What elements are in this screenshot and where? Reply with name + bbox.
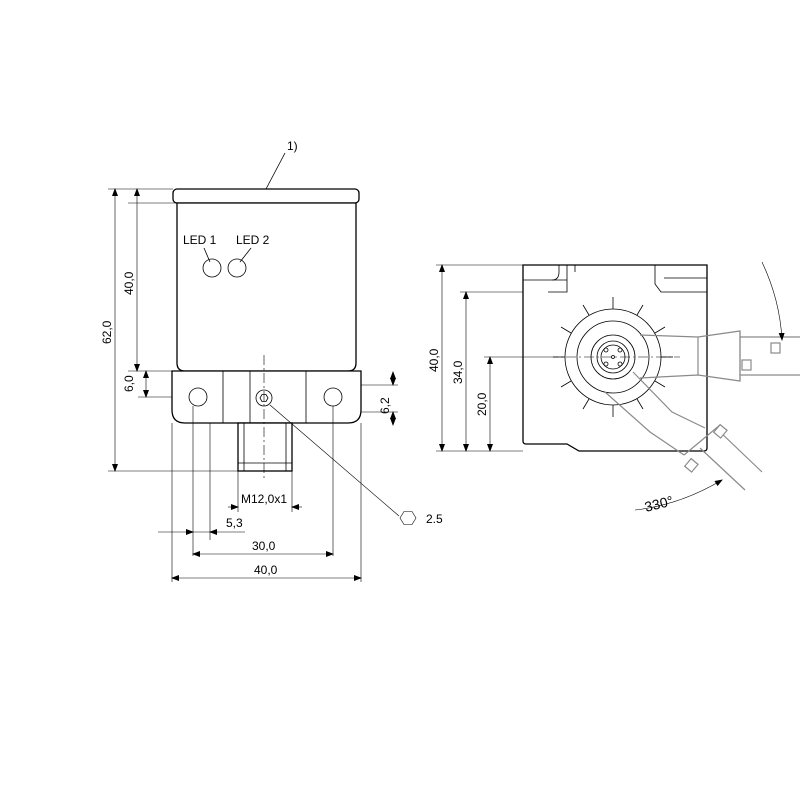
side-dim-connector-center: 20,0: [475, 392, 489, 416]
side-view: 330°: [522, 261, 800, 515]
hex-size-icon: [399, 511, 417, 525]
m12-connector: [237, 422, 293, 472]
led1-label: LED 1: [183, 233, 217, 247]
front-view: LED 1 LED 2 1): [171, 139, 362, 480]
cable-phantom-horizontal: [639, 330, 800, 382]
dim-width-total: 40,0: [254, 563, 278, 577]
side-body: [522, 264, 708, 452]
rotation-arc: [761, 261, 785, 341]
hex-socket-icon: [259, 394, 269, 402]
dim-flange-height: 6,0: [122, 375, 136, 392]
mounting-flange: [171, 370, 362, 424]
rotation-angle-label: 330°: [643, 492, 675, 515]
dim-flange-right: 6,2: [378, 397, 392, 414]
dim-hole-spacing: 30,0: [252, 539, 276, 553]
side-dimensions: 40,0 34,0 20,0: [427, 264, 548, 452]
hex-size-label: 2.5: [426, 512, 443, 526]
dim-height-body: 40,0: [122, 271, 136, 295]
dim-thread: M12,0x1: [241, 492, 287, 506]
side-dim-height-mid: 34,0: [451, 360, 465, 384]
front-dimensions: 62,0 40,0 6,0 6,2 M12,0x1 5,3 30,0: [100, 188, 443, 582]
led2-label: LED 2: [236, 233, 270, 247]
dim-height-total: 62,0: [100, 320, 114, 344]
cable-phantom-diagonal: [604, 371, 763, 491]
sensor-body: [176, 202, 357, 372]
note-reference: 1): [287, 139, 298, 153]
led1-indicator: [202, 258, 222, 278]
led2-indicator: [227, 258, 247, 278]
side-dim-height-total: 40,0: [427, 348, 441, 372]
dim-offset: 5,3: [226, 516, 243, 530]
sensor-cap: [172, 188, 360, 204]
mounting-hole-left: [188, 387, 208, 407]
